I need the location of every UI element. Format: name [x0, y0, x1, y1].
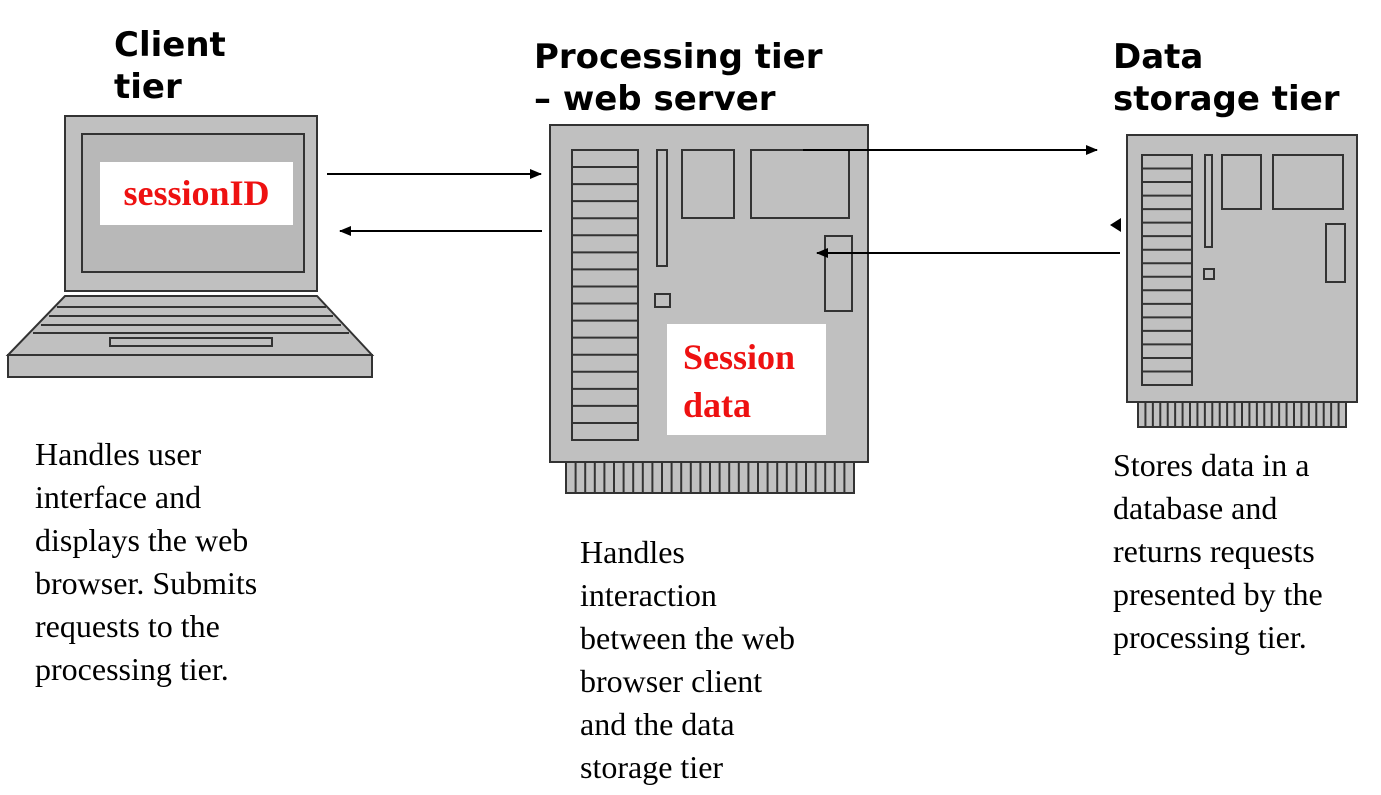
processing-desc-line: interaction: [580, 577, 717, 613]
session-data-line1: Session: [683, 337, 796, 377]
processing-desc-line: browser client: [580, 663, 763, 699]
storage-desc-line: returns requests: [1113, 533, 1315, 569]
processing-title-line1: Processing tier: [534, 37, 823, 77]
storage-title-line1: Data: [1113, 37, 1204, 77]
client-title-line2: tier: [114, 67, 182, 107]
storage-desc-line: processing tier.: [1113, 619, 1307, 655]
processing-description: Handles interaction between the web brow…: [580, 531, 795, 789]
web-server-icon: [549, 124, 869, 494]
client-desc-line: processing tier.: [35, 651, 229, 687]
session-data-label: Session data: [667, 324, 826, 429]
session-id-box: sessionID: [100, 162, 293, 225]
processing-title-line2: – web server: [534, 79, 776, 119]
client-desc-line: browser. Submits: [35, 565, 258, 601]
client-desc-line: displays the web: [35, 522, 249, 558]
session-data-line2: data: [683, 385, 752, 425]
session-id-label: sessionID: [123, 173, 270, 213]
storage-desc-line: database and: [1113, 490, 1278, 526]
client-tier-title: Client tier: [114, 24, 226, 108]
storage-desc-line: Stores data in a: [1113, 447, 1310, 483]
client-title-line1: Client: [114, 25, 226, 65]
storage-title-line2: storage tier: [1113, 79, 1340, 119]
processing-tier-title: Processing tier – web server: [534, 36, 823, 120]
laptop-icon: [5, 115, 375, 378]
storage-tier-title: Data storage tier: [1113, 36, 1340, 120]
client-desc-line: Handles user: [35, 436, 202, 472]
client-desc-line: interface and: [35, 479, 202, 515]
client-desc-line: requests to the: [35, 608, 220, 644]
storage-server-icon: [1126, 134, 1358, 428]
session-data-box: Session data: [667, 324, 826, 435]
processing-desc-line: storage tier: [580, 749, 724, 785]
storage-arrow-marker: [1110, 218, 1121, 232]
processing-desc-line: between the web: [580, 620, 796, 656]
processing-desc-line: and the data: [580, 706, 735, 742]
storage-desc-line: presented by the: [1113, 576, 1323, 612]
client-description: Handles user interface and displays the …: [35, 433, 257, 691]
processing-desc-line: Handles: [580, 534, 685, 570]
storage-description: Stores data in a database and returns re…: [1113, 444, 1323, 659]
